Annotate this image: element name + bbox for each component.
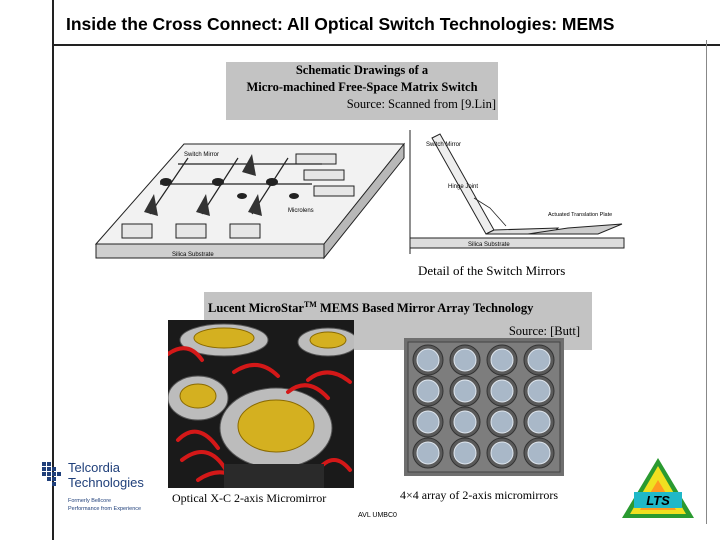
- telcordia-tagline-2: Performance from Experience: [68, 506, 141, 512]
- micromirror-photo: [168, 320, 354, 488]
- microstar-source: Source: [Butt]: [508, 324, 580, 339]
- schematic-switch-matrix-drawing: Switch Mirror Microlens Silica Substrate: [94, 142, 406, 260]
- array-mirror: [416, 410, 440, 434]
- caption-source: Source: Scanned from [9.Lin]: [346, 97, 496, 111]
- schematic-label-microlens: Microlens: [288, 208, 314, 214]
- telcordia-name-1: Telcordia: [68, 460, 121, 475]
- trademark-symbol: TM: [303, 300, 317, 309]
- detail-label-substrate: Silica Substrate: [468, 242, 510, 248]
- caption-line-1: Schematic Drawings of a: [295, 63, 429, 77]
- schematic-caption-box: Schematic Drawings of a Micro-machined F…: [226, 62, 498, 120]
- lts-logo: LTS: [622, 458, 694, 518]
- array-mirror: [453, 410, 477, 434]
- telcordia-logo: Telcordia Technologies Formerly Bellcore…: [42, 460, 144, 512]
- array-mirror: [527, 379, 551, 403]
- array-mirror: [527, 441, 551, 465]
- array-mirror: [416, 348, 440, 372]
- array-caption: 4×4 array of 2-axis micromirrors: [400, 488, 559, 502]
- array-mirror: [453, 348, 477, 372]
- array-mirror: [490, 348, 514, 372]
- telcordia-name-2: Technologies: [68, 475, 144, 490]
- array-mirror: [416, 379, 440, 403]
- array-mirror: [453, 379, 477, 403]
- slide-title: Inside the Cross Connect: All Optical Sw…: [66, 14, 615, 34]
- caption-line-2: Micro-machined Free-Space Matrix Switch: [246, 80, 478, 94]
- array-mirror: [416, 441, 440, 465]
- lts-logo-text: LTS: [646, 493, 670, 508]
- left-border-line: [52, 0, 54, 540]
- telcordia-tagline-1: Formerly Bellcore: [68, 498, 111, 504]
- detail-caption: Detail of the Switch Mirrors: [418, 263, 566, 278]
- right-border-line: [706, 40, 707, 524]
- microstar-name: Lucent MicroStar: [208, 301, 304, 316]
- detail-label-hinge-joint: Hinge Joint: [448, 184, 478, 190]
- microstar-caption-line: Lucent MicroStarTM MEMS Based Mirror Arr…: [204, 296, 592, 317]
- array-mirror: [527, 410, 551, 434]
- array-mirror: [490, 379, 514, 403]
- micromirror-caption: Optical X-C 2-axis Micromirror: [172, 491, 327, 505]
- switch-mirror-detail-drawing: Switch Mirror Hinge Joint Actuated Trans…: [409, 130, 625, 254]
- array-mirror: [490, 410, 514, 434]
- mirror-array-4x4-photo: [404, 338, 564, 476]
- schematic-label-substrate: Silica Substrate: [172, 252, 214, 258]
- slide-footer: AVL UMBC0: [358, 512, 397, 519]
- schematic-label-switch-mirror: Switch Mirror: [184, 152, 219, 158]
- microstar-description: MEMS Based Mirror Array Technology: [316, 301, 534, 316]
- array-mirror: [453, 441, 477, 465]
- detail-label-actuated-plate: Actuated Translation Plate: [548, 212, 612, 218]
- title-underline: [52, 44, 720, 46]
- array-mirror: [527, 348, 551, 372]
- array-mirror: [490, 441, 514, 465]
- detail-label-switch-mirror: Switch Mirror: [426, 142, 461, 148]
